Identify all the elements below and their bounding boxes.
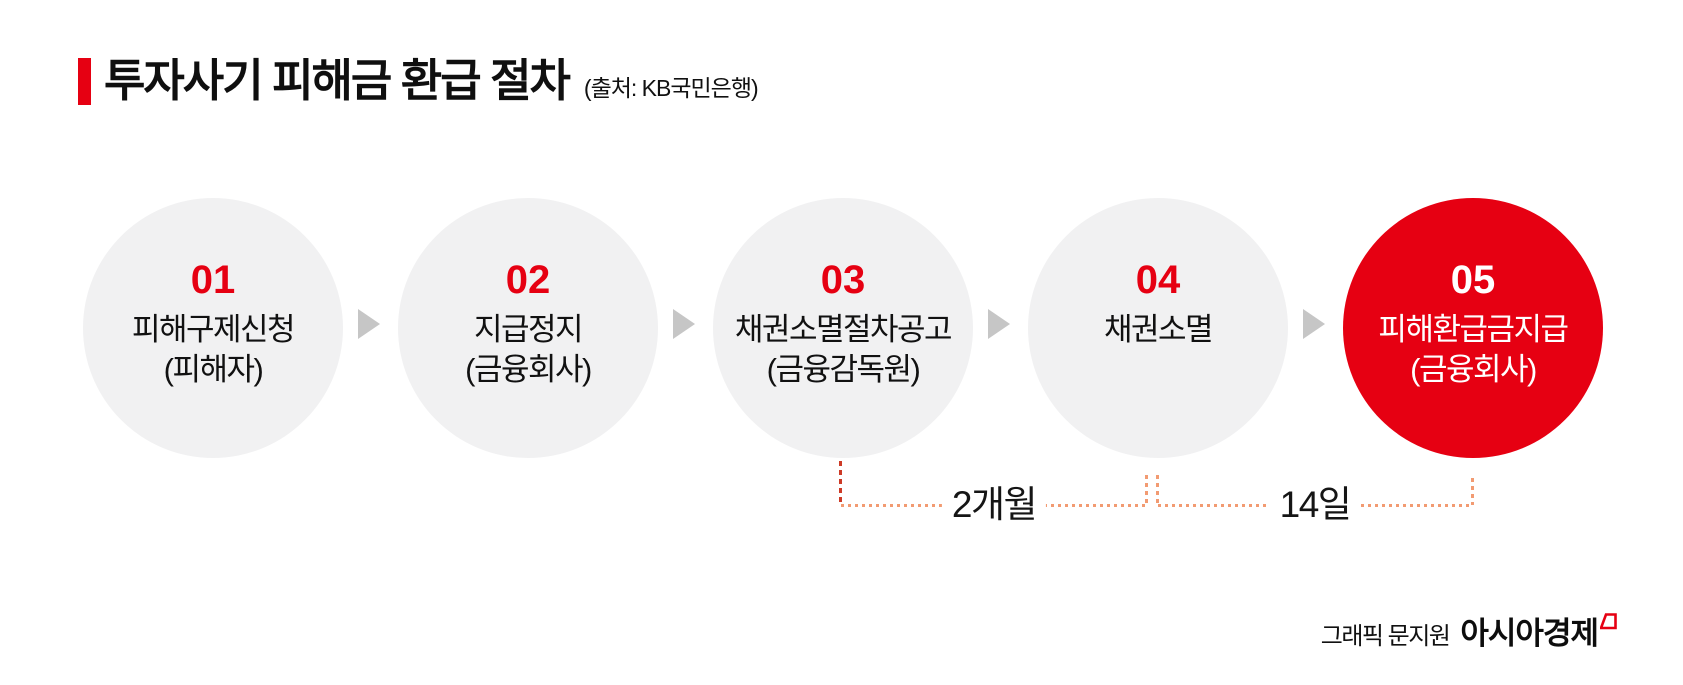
step-actor: (금융회사)	[465, 352, 592, 387]
step-actor: (금융감독원)	[766, 352, 921, 387]
source-label: (출처: KB국민은행)	[583, 75, 759, 101]
step-number: 01	[190, 258, 236, 302]
arrow-right-icon	[1303, 309, 1325, 339]
brand-name: 아시아경제	[1460, 616, 1599, 651]
bracket-stub-step4-left	[1145, 475, 1148, 505]
arrow-right-icon	[673, 309, 695, 339]
step-circle-1: 01 피해구제신청 (피해자)	[83, 198, 343, 458]
step-actor: (피해자)	[163, 352, 264, 387]
step-title: 채권소멸	[1103, 312, 1214, 347]
step-title: 지급정지	[473, 312, 584, 347]
duration-label-2months: 2개월	[941, 482, 1047, 528]
bracket-stub-step5	[1471, 478, 1474, 505]
duration-label-14days: 14일	[1269, 482, 1361, 528]
title-block: 투자사기 피해금 환급 절차 (출처: KB국민은행)	[78, 55, 759, 107]
step-actor: (금융회사)	[1410, 352, 1537, 387]
step-number: 02	[505, 258, 551, 302]
credit-caption: 그래픽 문지원	[1320, 623, 1451, 650]
arrow-right-icon	[988, 309, 1010, 339]
step-circle-5-highlighted: 05 피해환급금지급 (금융회사)	[1343, 198, 1603, 458]
page-title: 투자사기 피해금 환급 절차	[104, 55, 571, 106]
step-number: 04	[1135, 258, 1181, 302]
step-circle-3: 03 채권소멸절차공고 (금융감독원)	[713, 198, 973, 458]
asiae-logo-icon	[1600, 613, 1617, 630]
step-title: 피해구제신청	[131, 312, 296, 347]
step-number: 03	[820, 258, 866, 302]
bracket-stub-step3	[839, 461, 842, 505]
step-circle-2: 02 지급정지 (금융회사)	[398, 198, 658, 458]
step-circle-4: 04 채권소멸	[1028, 198, 1288, 458]
credit-line: 그래픽 문지원 아시아경제	[1321, 608, 1617, 653]
arrow-right-icon	[358, 309, 380, 339]
step-title: 채권소멸절차공고	[734, 312, 953, 347]
bracket-stub-step4-right	[1156, 475, 1159, 505]
step-number: 05	[1450, 258, 1496, 302]
step-title: 피해환급금지급	[1378, 312, 1569, 347]
brand-logo: 아시아경제	[1460, 608, 1617, 653]
title-accent-bar	[78, 58, 91, 105]
